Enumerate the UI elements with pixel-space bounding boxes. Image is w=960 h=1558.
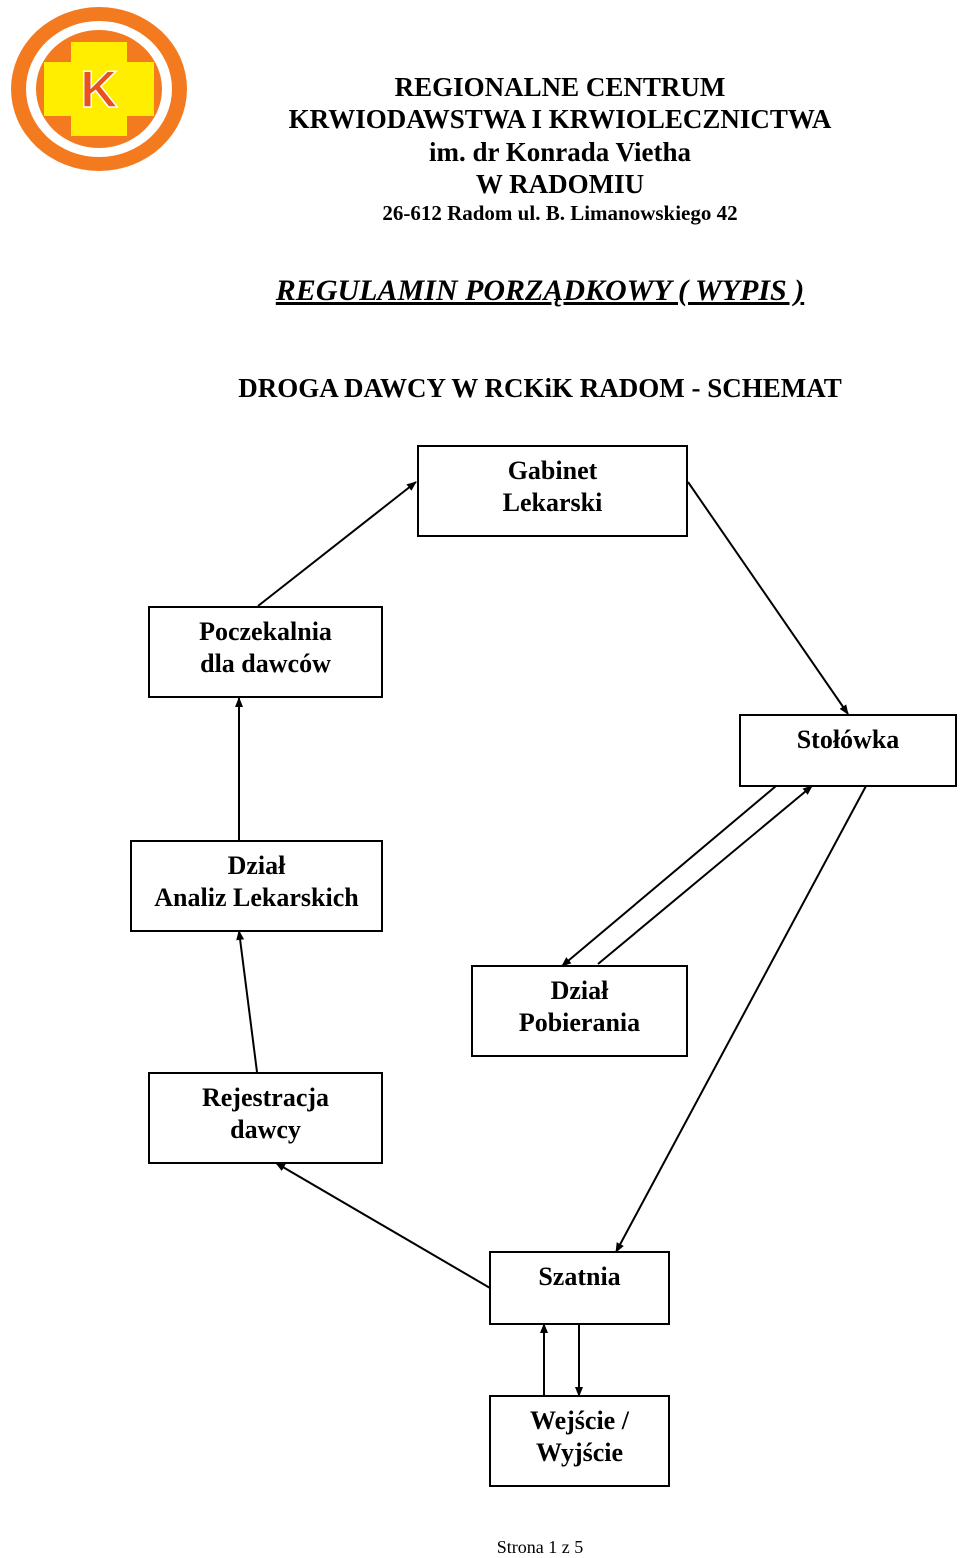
institution-name-line1: REGIONALNE CENTRUM (394, 72, 726, 102)
arrow-pobierania-to-stolowka (597, 785, 813, 965)
page-number: Strona 1 z 5 (496, 1537, 584, 1557)
regulation-title: REGULAMIN PORZĄDKOWY ( WYPIS ) (275, 274, 805, 307)
arrow-stolowka-to-pobierania (561, 785, 777, 967)
institution-address: 26-612 Radom ul. B. Limanowskiego 42 (382, 201, 738, 225)
logo-letter: K (80, 61, 118, 119)
node-poczekalnia: Poczekalnia dla dawców (148, 606, 383, 698)
rckik-logo: K (11, 7, 187, 171)
arrow-rejestracja-to-analiz (236, 930, 258, 1073)
node-gabinet-lekarski: Gabinet Lekarski (417, 445, 688, 537)
node-wejscie-wyjscie: Wejście / Wyjście (489, 1395, 670, 1487)
arrow-poczekalnia-to-gabinet (257, 481, 417, 607)
arrow-stolowka-to-szatnia (615, 785, 867, 1253)
institution-name-line2: KRWIODAWSTWA I KRWIOLECZNICTWA (288, 104, 832, 134)
node-rejestracja: Rejestracja dawcy (148, 1072, 383, 1164)
schema-title: DROGA DAWCY W RCKiK RADOM - SCHEMAT (238, 373, 842, 403)
node-dzial-analiz: Dział Analiz Lekarskich (130, 840, 383, 932)
arrow-gabinet-to-stolowka (687, 481, 849, 715)
logo-cross (44, 42, 154, 136)
institution-name-line3: im. dr Konrada Vietha (428, 137, 692, 167)
institution-name-line4: W RADOMIU (475, 169, 645, 199)
node-dzial-pobierania: Dział Pobierania (471, 965, 688, 1057)
node-stolowka: Stołówka (739, 714, 957, 787)
arrow-szatnia-to-rejestracja (275, 1162, 491, 1289)
node-szatnia: Szatnia (489, 1251, 670, 1325)
